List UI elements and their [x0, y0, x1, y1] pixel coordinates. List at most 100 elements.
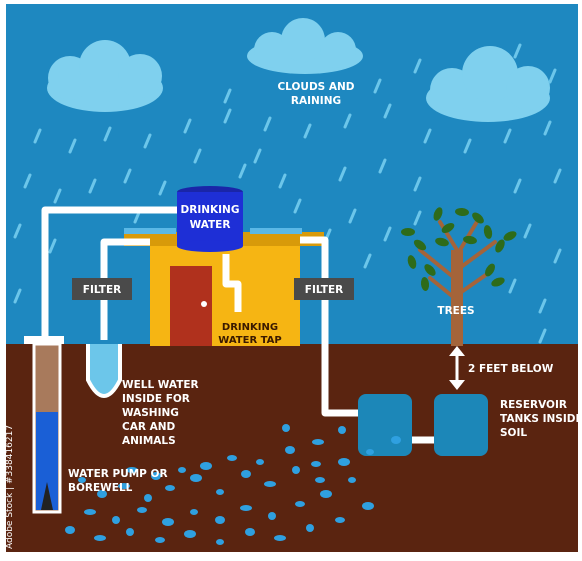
raindrop	[513, 178, 522, 194]
pipe-well-to-roof	[100, 238, 150, 340]
raindrop	[143, 133, 152, 149]
groundwater-drop	[306, 524, 314, 532]
cloud-middle	[247, 18, 363, 74]
groundwater-drop	[84, 509, 96, 515]
groundwater-drop	[264, 481, 276, 487]
groundwater-drop	[165, 485, 175, 491]
raindrop	[88, 178, 97, 194]
tank-label-line1: DRINKING	[181, 204, 240, 216]
raindrop	[223, 108, 232, 124]
drinking-water-tank: DRINKING WATER	[177, 186, 243, 252]
filter-left: FILTER	[72, 278, 132, 300]
groundwater-drop	[335, 517, 345, 523]
tree-leaf	[435, 237, 449, 247]
raindrop	[223, 88, 232, 104]
groundwater-drop	[216, 539, 224, 545]
groundwater-drop	[184, 530, 196, 538]
raindrop	[263, 116, 272, 132]
tap-label-line1: DRINKING	[222, 322, 278, 333]
groundwater-drop	[190, 474, 202, 482]
tree-leaf	[495, 239, 505, 253]
groundwater-drop	[241, 470, 251, 478]
groundwater-drop	[312, 439, 324, 445]
raindrop	[13, 223, 22, 239]
raindrop	[383, 103, 392, 119]
watermark-text: Adobe Stock | #338416217	[5, 424, 15, 549]
pipe-borewell-to-tank	[41, 206, 184, 340]
door-knob	[201, 301, 207, 307]
tree-leaf	[491, 277, 505, 287]
rain	[13, 43, 562, 344]
pipes	[41, 206, 436, 444]
groundwater-drop	[282, 424, 290, 432]
groundwater-drop	[137, 507, 147, 513]
groundwater-drop	[190, 509, 198, 515]
trees-label: TREES	[437, 305, 474, 317]
reservoir-label-line3: SOIL	[500, 427, 527, 439]
raindrop	[348, 208, 357, 224]
pump-label-line1: WATER PUMP OR	[68, 468, 168, 480]
raindrop	[508, 278, 517, 294]
pump-label-line2: BOREWELL	[68, 482, 133, 494]
raindrop	[123, 168, 132, 184]
tree-leaf	[401, 228, 415, 236]
groundwater-drop	[126, 528, 134, 536]
groundwater-drop	[78, 477, 86, 483]
tree-leaf	[503, 231, 517, 241]
groundwater-drop	[338, 426, 346, 434]
tree-leaf	[485, 263, 495, 277]
groundwater-drop	[245, 528, 255, 536]
groundwater-drop	[311, 461, 321, 467]
groundwater-drop	[320, 490, 332, 498]
tree-leaf	[441, 222, 455, 234]
raindrop	[303, 123, 312, 139]
groundwater-drop	[65, 526, 75, 534]
tree-leaf	[472, 212, 484, 224]
groundwater-drops	[65, 424, 401, 545]
raindrop	[373, 78, 382, 94]
filter-right: FILTER	[294, 278, 354, 300]
tree-leaf	[420, 277, 430, 291]
groundwater-drop	[178, 467, 186, 473]
groundwater-drop	[315, 477, 325, 483]
raindrop	[293, 198, 302, 214]
groundwater-drop	[118, 483, 130, 489]
raindrop	[343, 113, 352, 129]
well-label-line5: ANIMALS	[122, 435, 176, 447]
raindrop	[413, 210, 422, 226]
groundwater-drop	[155, 537, 165, 543]
groundwater-drop	[391, 436, 401, 444]
groundwater-drop	[240, 505, 252, 511]
raindrop	[553, 168, 562, 184]
groundwater-drop	[366, 449, 374, 455]
depth-label: 2 FEET BELOW	[468, 363, 554, 375]
groundwater-drop	[215, 516, 225, 524]
reservoir-label-line1: RESERVOIR	[500, 399, 567, 411]
groundwater-drop	[274, 535, 286, 541]
raindrop	[253, 148, 262, 164]
groundwater-drop	[151, 472, 161, 480]
groundwater-drop	[112, 516, 120, 524]
raindrop	[543, 120, 552, 136]
raindrop	[193, 148, 202, 164]
tree-leaves	[401, 207, 517, 291]
groundwater-drop	[126, 467, 138, 473]
groundwater-drop	[362, 502, 374, 510]
raindrop	[538, 298, 547, 314]
raindrop	[548, 68, 557, 84]
tree-leaf	[455, 207, 469, 217]
well-label-line2: INSIDE FOR	[122, 393, 190, 405]
depth-arrow	[449, 346, 465, 390]
tree	[401, 207, 517, 346]
pipe-roof-to-reservoir	[300, 236, 360, 417]
tree-leaf	[433, 207, 443, 221]
raindrop	[338, 166, 347, 182]
groundwater-drop	[268, 512, 276, 520]
cloud-right	[426, 46, 550, 122]
borewell	[24, 336, 64, 514]
raindrop	[423, 128, 432, 144]
tree-leaf	[463, 235, 477, 245]
raindrop	[183, 118, 192, 134]
groundwater-drop	[144, 494, 152, 502]
